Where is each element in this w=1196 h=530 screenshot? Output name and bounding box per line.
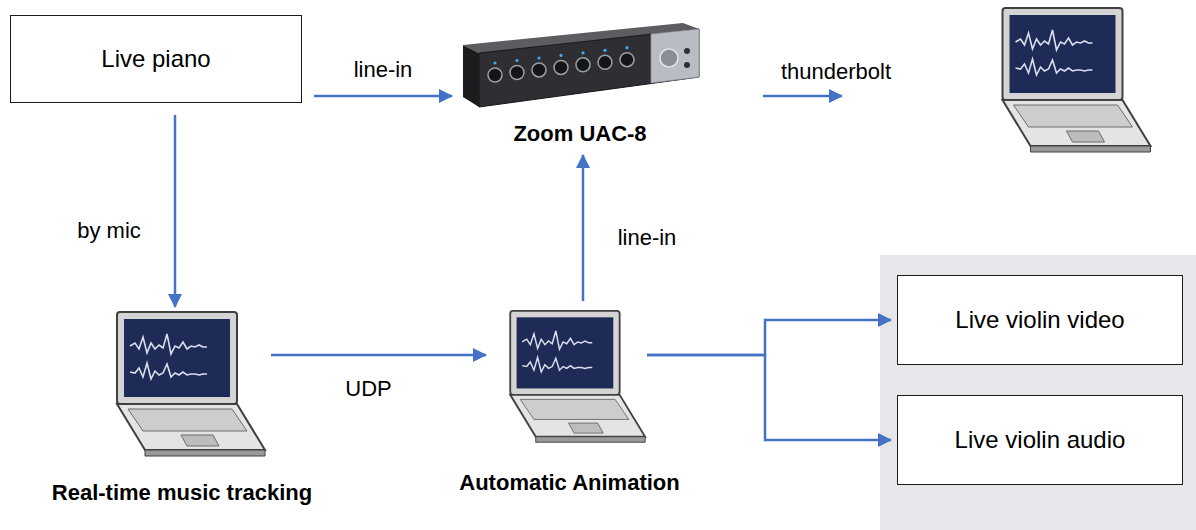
connection-label: line-in (351, 56, 416, 84)
connection-label: line-in (615, 224, 680, 252)
signal-connector (647, 355, 891, 440)
signal-connector (271, 354, 486, 357)
thunderbolt-wire (763, 95, 842, 98)
source-box: Live piano (10, 15, 302, 103)
laptop-node: Real-time music tracking (97, 310, 267, 460)
output-panel (880, 255, 1196, 530)
laptop-icon (1003, 8, 1151, 152)
laptop-icon (510, 311, 645, 442)
signal-connector (647, 320, 891, 355)
node-label: Live violin video (955, 306, 1124, 334)
signal-connector (314, 95, 452, 98)
connection-label: UDP (342, 375, 394, 403)
laptop-icon (97, 310, 267, 460)
audio-interface-icon (455, 15, 705, 115)
device-label: Real-time music tracking (52, 480, 312, 506)
signal-connector (582, 155, 585, 301)
laptop-node: Automatic Animation (492, 305, 647, 450)
device-label: Zoom UAC-8 (455, 121, 705, 147)
connection-label: by mic (74, 217, 144, 245)
audio-interface: Zoom UAC-8 (455, 15, 705, 147)
laptop-icon (492, 305, 647, 450)
output-box: Live violin audio (897, 395, 1183, 485)
audio-interface-icon (463, 23, 699, 107)
output-box: Live violin video (897, 275, 1183, 365)
signal-connector (174, 115, 177, 307)
laptop-icon (117, 312, 265, 456)
device-label: Automatic Animation (459, 470, 679, 496)
node-label: Live violin audio (955, 426, 1126, 454)
node-label: Live piano (101, 45, 210, 73)
link-label: thunderbolt (778, 58, 894, 86)
